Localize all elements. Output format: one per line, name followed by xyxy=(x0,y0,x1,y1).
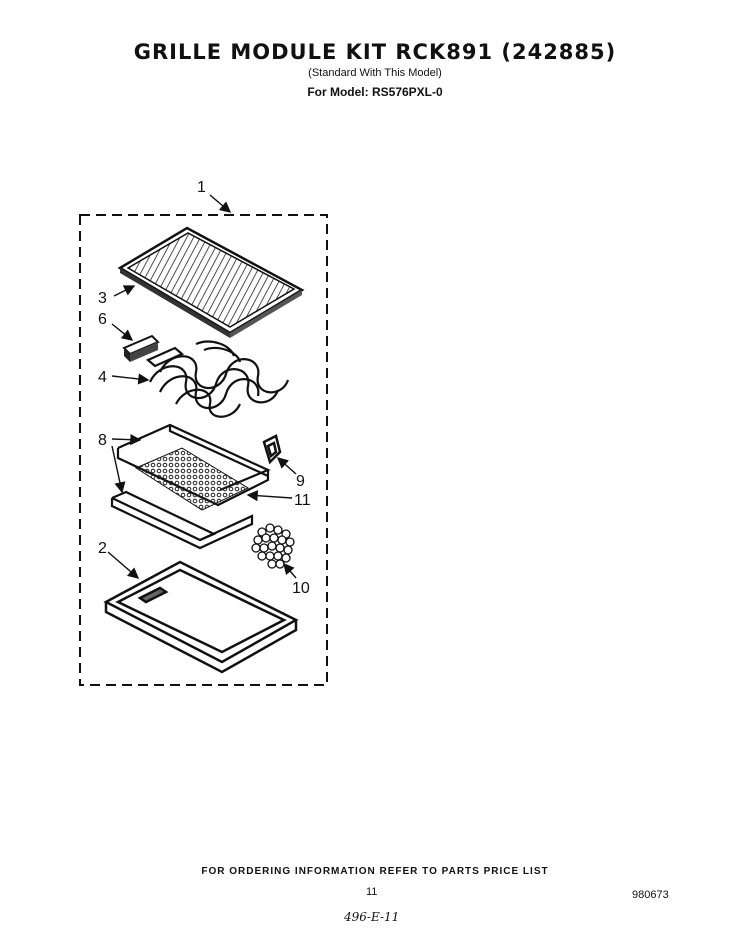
callout-4: 4 xyxy=(98,369,107,386)
drip-pan xyxy=(103,560,299,674)
model-label: For Model: RS576PXL-0 xyxy=(307,85,443,99)
kit-boundary xyxy=(79,214,328,686)
callout-2: 2 xyxy=(98,540,107,557)
grille-plate xyxy=(117,226,305,338)
page-subtitle: (Standard With This Model) xyxy=(308,67,442,79)
page-title: GRILLE MODULE KIT RCK891 (242885) xyxy=(133,40,617,64)
handwritten-note: 496-E-11 xyxy=(344,910,400,924)
pan-frame xyxy=(110,423,271,550)
callout-9: 9 xyxy=(296,473,305,490)
callout-3: 3 xyxy=(98,290,107,307)
ordering-note: FOR ORDERING INFORMATION REFER TO PARTS … xyxy=(201,866,549,877)
terminal-block xyxy=(122,334,160,362)
callout-1: 1 xyxy=(197,179,206,196)
document-number: 980673 xyxy=(632,889,669,901)
callout-6: 6 xyxy=(98,311,107,328)
leader-lines xyxy=(107,194,297,579)
handle xyxy=(262,434,282,465)
callout-10: 10 xyxy=(292,580,310,597)
callout-8: 8 xyxy=(98,432,107,449)
callout-11: 11 xyxy=(294,492,311,509)
lava-rocks xyxy=(251,523,295,569)
page-number: 11 xyxy=(366,886,378,898)
mesh-screen xyxy=(134,447,250,511)
heating-element xyxy=(145,340,290,418)
